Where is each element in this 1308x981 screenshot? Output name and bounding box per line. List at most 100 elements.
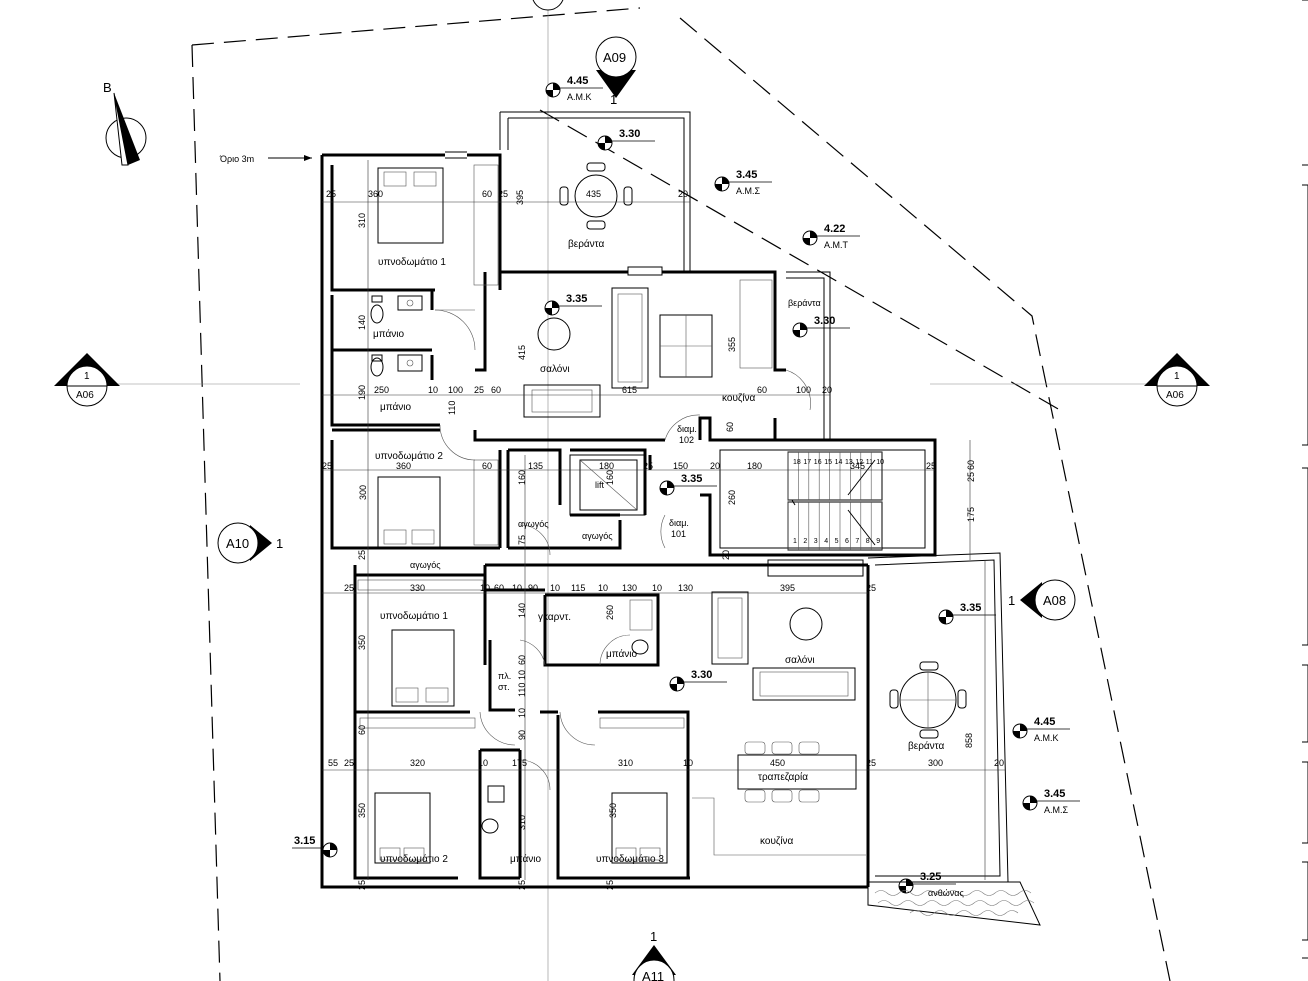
room-label-bedroom-1: υπνοδωμάτιο 1	[378, 256, 446, 268]
dimension-label: 160	[605, 470, 615, 485]
dimension-label: 60	[725, 422, 735, 432]
upper-unit-walls	[320, 111, 937, 557]
dimension-label: 25	[866, 583, 876, 593]
level-value: 3.45	[1044, 788, 1065, 800]
dimension-label: 25	[474, 385, 484, 395]
dimension-label: 130	[622, 583, 637, 593]
room-label-lift: lift	[595, 480, 604, 490]
dimension-label: 20	[822, 385, 832, 395]
dimension-label: 175	[966, 507, 976, 522]
dimension-label: 10	[428, 385, 438, 395]
dimension-label: 180	[747, 461, 762, 471]
level-tag: Α.Μ.Σ	[736, 186, 761, 196]
dimension-label: 25	[866, 758, 876, 768]
room-label-bath-1: μπάνιο	[373, 328, 405, 340]
room-label-duct-3: αγωγός	[410, 560, 441, 570]
dimension-label: 10	[478, 758, 488, 768]
dimension-label: 350	[608, 803, 618, 818]
room-labels-upper: υπνοδωμάτιο 1 βεράντα βεράντα μπάνιο μπά…	[373, 238, 821, 570]
dimension-label: 130	[678, 583, 693, 593]
dimension-label: 10	[652, 583, 662, 593]
dimension-label: 310	[517, 815, 527, 830]
dimension-label: 20	[710, 461, 720, 471]
room-label-lower-bedroom-1: υπνοδωμάτιο 1	[380, 610, 448, 622]
level-tag: Α.Μ.Κ	[567, 92, 592, 102]
dimension-label: 300	[928, 758, 943, 768]
dimension-label: 10	[517, 708, 527, 718]
dimension-label: 10	[512, 583, 522, 593]
dimension-label: 190	[357, 385, 367, 400]
dimension-label: 10	[550, 583, 560, 593]
level-marker: 4.45Α.Μ.Κ	[545, 75, 603, 102]
stair-number: 3	[814, 538, 818, 545]
dimension-label: 25	[326, 189, 336, 199]
level-value: 3.35	[566, 293, 587, 305]
level-tag: Α.Μ.Σ	[1044, 805, 1069, 815]
stair-number: 16	[814, 459, 822, 466]
dimension-label: 345	[850, 461, 865, 471]
dimension-label: 60	[494, 583, 504, 593]
furniture	[357, 162, 967, 864]
level-value: 4.22	[824, 223, 845, 235]
dimension-label: 150	[673, 461, 688, 471]
dimension-label: 350	[357, 803, 367, 818]
dimension-label: 395	[780, 583, 795, 593]
level-marker: 3.45Α.Μ.Σ	[714, 169, 772, 196]
section-marker-a06-right: 1 A06	[1144, 353, 1210, 407]
level-marker: 3.35	[659, 473, 717, 496]
room-label-wardrobe: γκαρντ.	[538, 612, 571, 623]
svg-text:στ.: στ.	[498, 682, 510, 692]
dimension-label: 350	[357, 635, 367, 650]
dimension-label: 615	[622, 385, 637, 395]
dimension-label: 310	[357, 213, 367, 228]
room-label-lower-bedroom-3: υπνοδωμάτιο 3	[596, 853, 664, 865]
dimension-label: 260	[727, 490, 737, 505]
planter-hatch	[874, 890, 1035, 916]
stair-number: 13	[845, 459, 853, 466]
stair-number: 12	[855, 459, 863, 466]
room-label-corridor-101: διαμ.	[669, 518, 689, 528]
dimension-label: 60	[482, 461, 492, 471]
stair-number: 14	[835, 459, 843, 466]
room-labels-lower: υπνοδωμάτιο 1 γκαρντ. μπάνιο πλ. στ. σαλ…	[380, 610, 964, 898]
dimension-label: 25	[517, 880, 527, 890]
room-label-living: σαλόνι	[540, 363, 570, 375]
dimension-label: 160	[517, 470, 527, 485]
dimension-label: 60	[966, 460, 976, 470]
stair-number: 18	[793, 459, 801, 466]
svg-text:1: 1	[276, 536, 283, 551]
lower-unit-walls	[320, 552, 1041, 926]
stair-number: 15	[824, 459, 832, 466]
dimension-label: 60	[482, 189, 492, 199]
staircase	[787, 451, 883, 551]
north-letter: B	[103, 80, 112, 95]
stair-number: 8	[866, 538, 870, 545]
stair-number: 9	[876, 538, 880, 545]
boundary-label: Όριο 3m	[219, 154, 254, 164]
level-value: 3.30	[814, 315, 835, 327]
dimension-label: 115	[571, 583, 585, 593]
dimension-label: 100	[448, 385, 463, 395]
level-marker: 3.30	[792, 315, 850, 338]
plot-boundary	[191, 7, 1171, 981]
sheet-edge-marks	[1302, 0, 1308, 959]
level-marker: 3.45Α.Μ.Σ	[1022, 788, 1080, 815]
dimension-label: 250	[374, 385, 389, 395]
dimension-label: 60	[491, 385, 501, 395]
dimension-label: 90	[528, 583, 538, 593]
level-value: 4.45	[1034, 716, 1055, 728]
level-value: 3.25	[920, 871, 941, 883]
dimension-label: 25	[605, 880, 615, 890]
dimension-lines	[322, 160, 1005, 880]
level-value: 3.35	[681, 473, 702, 485]
level-value: 3.45	[736, 169, 757, 181]
level-markers: 4.45Α.Μ.Κ3.303.45Α.Μ.Σ4.22Α.Μ.Τ3.353.303…	[292, 75, 1080, 894]
dimension-label: 110	[517, 683, 527, 697]
svg-text:A08: A08	[1043, 593, 1066, 608]
room-label-lower-veranda: βεράντα	[908, 740, 944, 752]
svg-text:A06: A06	[1166, 390, 1184, 401]
dimension-label: 20	[678, 189, 688, 199]
dimension-label: 260	[605, 605, 615, 620]
dimension-label: 10	[480, 583, 490, 593]
